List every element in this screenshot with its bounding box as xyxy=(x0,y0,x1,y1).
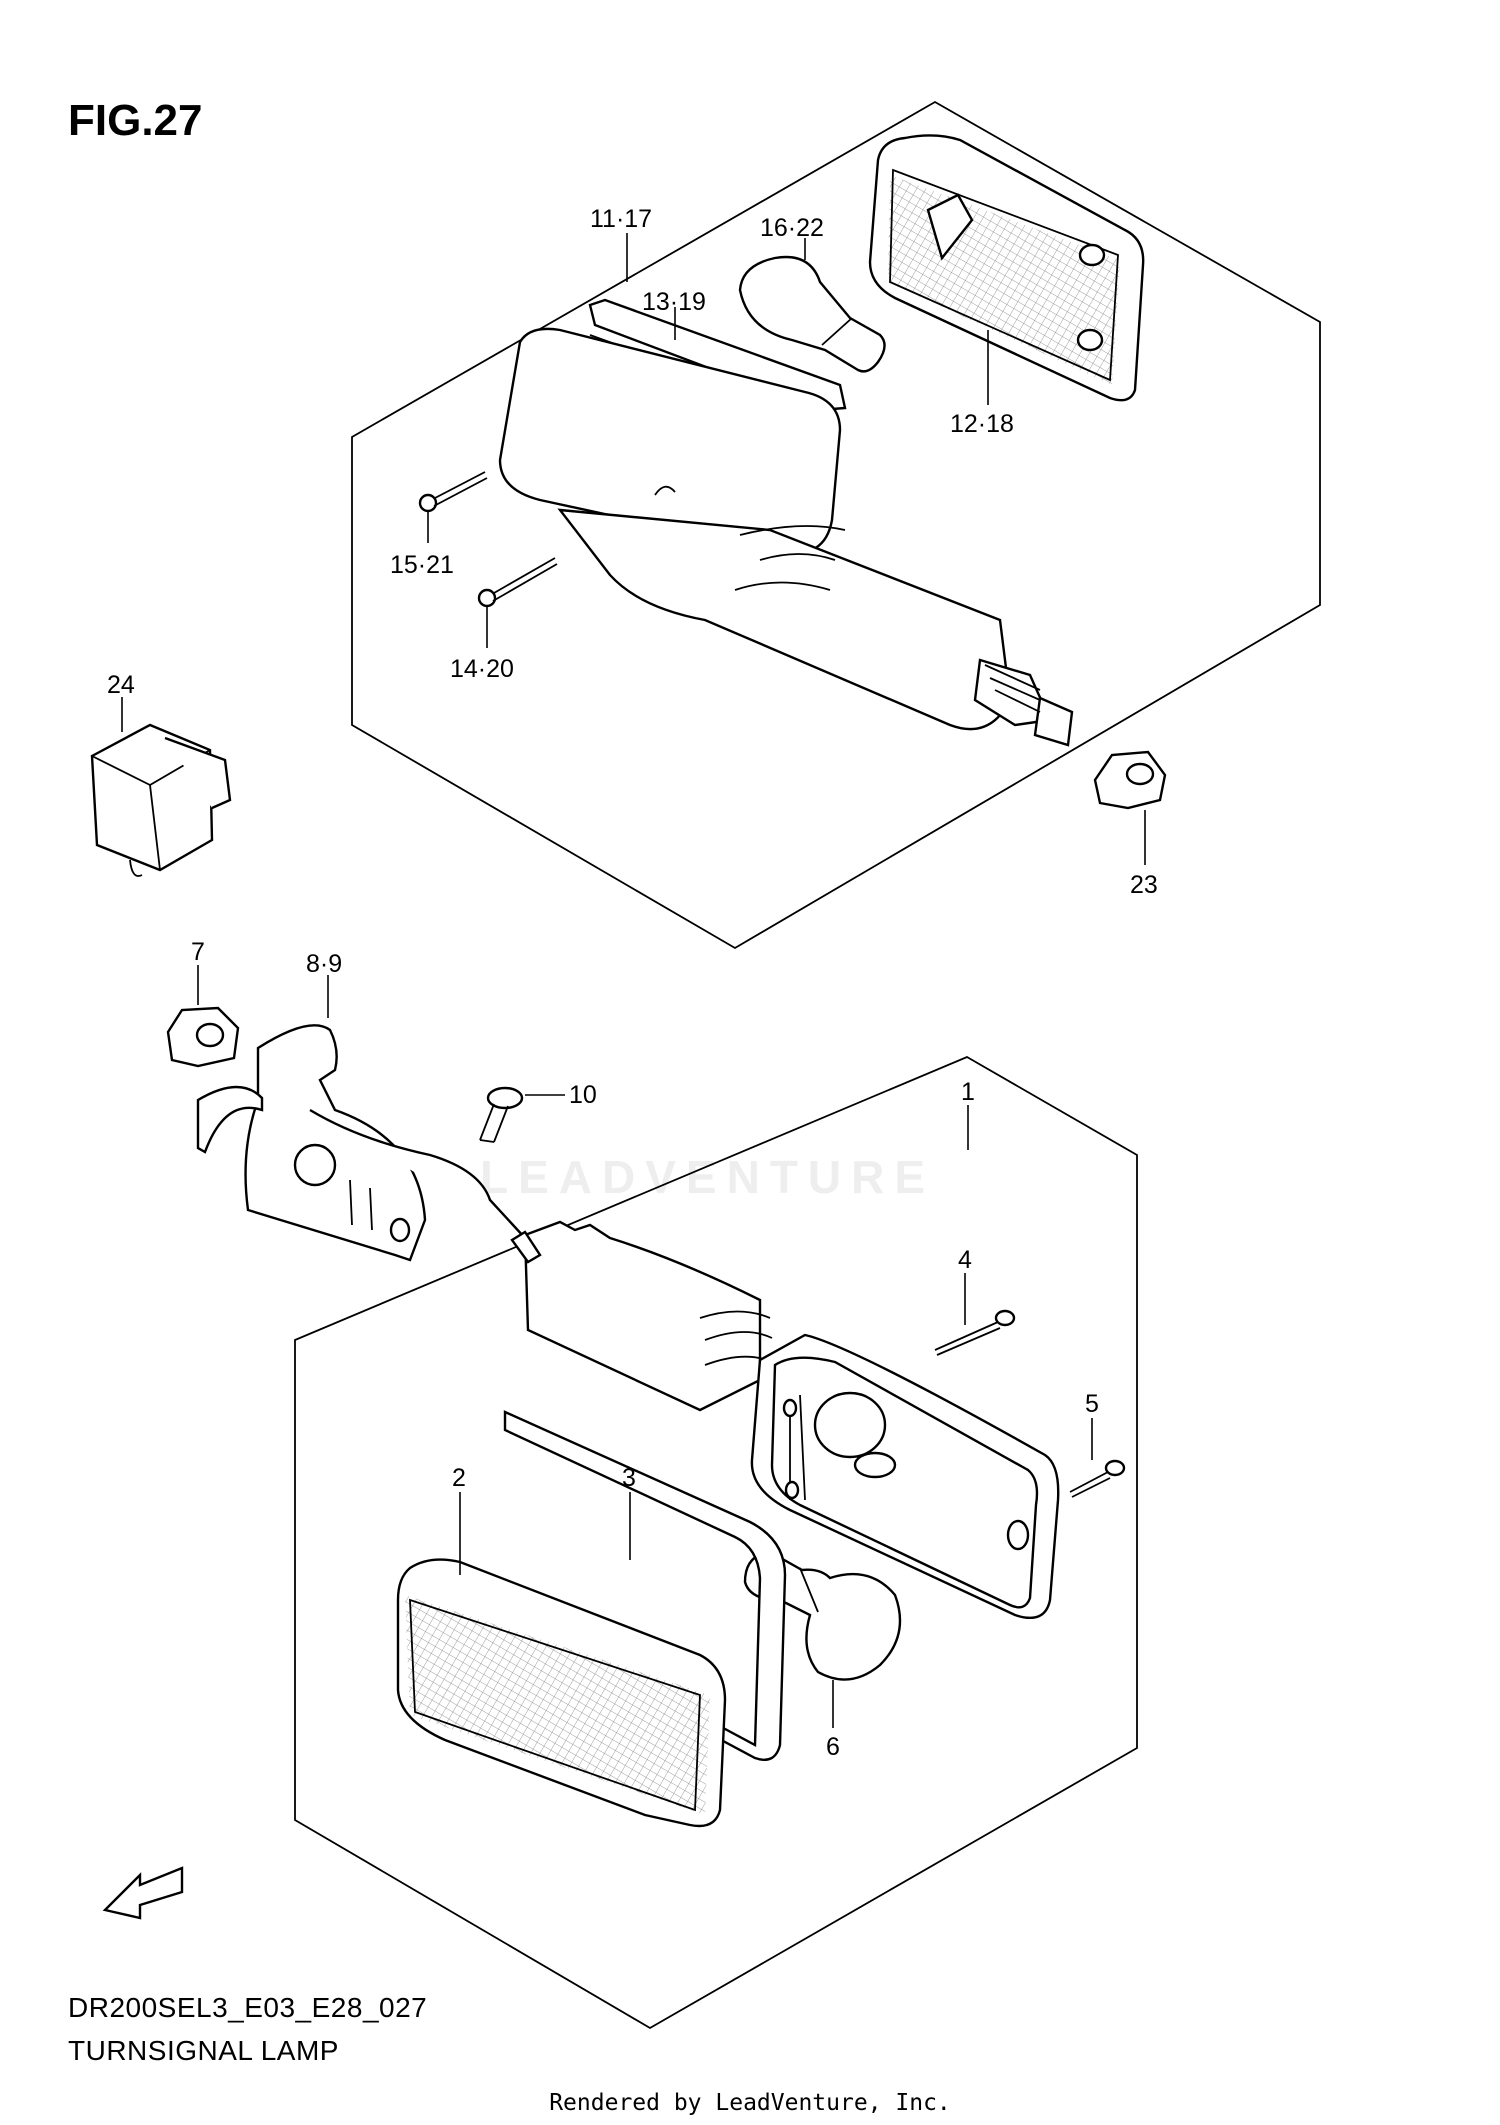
figure-code: DR200SEL3_E03_E28_027 xyxy=(68,1992,428,2023)
callout-7: 7 xyxy=(191,938,205,966)
callout-16-22: 16·22 xyxy=(760,214,824,242)
screw-4 xyxy=(934,1309,1016,1356)
callout-3: 3 xyxy=(622,1464,636,1492)
lower-gasket xyxy=(503,1410,787,1762)
relay-24 xyxy=(90,723,232,877)
lower-housing xyxy=(510,1220,1060,1620)
nut-7 xyxy=(166,1006,240,1068)
figure-name: TURNSIGNAL LAMP xyxy=(68,2035,339,2066)
nut-23 xyxy=(1093,750,1167,810)
signal-wire xyxy=(309,1108,526,1239)
screw-5 xyxy=(1069,1459,1126,1498)
upper-bulb xyxy=(738,255,886,373)
callout-5: 5 xyxy=(1085,1390,1099,1418)
callout-6: 6 xyxy=(826,1733,840,1761)
callout-15-21: 15·21 xyxy=(390,551,454,579)
callout-14-20: 14·20 xyxy=(450,655,514,683)
screw-10 xyxy=(479,1086,524,1143)
bracket-8-9 xyxy=(196,1024,427,1262)
screw-15-21 xyxy=(418,471,488,513)
callout-4: 4 xyxy=(958,1246,972,1274)
callout-11-17: 11·17 xyxy=(590,205,652,233)
callout-12-18: 12·18 xyxy=(950,410,1014,438)
screw-14-20 xyxy=(477,557,558,608)
callout-2: 2 xyxy=(452,1464,466,1492)
callout-1: 1 xyxy=(961,1078,975,1106)
figure-title: FIG.27 xyxy=(68,96,203,145)
rendered-by-credit: Rendered by LeadVenture, Inc. xyxy=(549,2090,951,2116)
callout-10: 10 xyxy=(569,1081,597,1109)
leader-lines xyxy=(121,233,1146,1728)
callout-13-19: 13·19 xyxy=(642,288,706,316)
upper-assembly-frame xyxy=(351,100,1321,950)
lower-assembly-frame xyxy=(294,1055,1138,2030)
upper-housing xyxy=(498,327,1074,747)
lower-lens xyxy=(396,1558,727,1828)
callout-23: 23 xyxy=(1130,871,1158,899)
forward-arrow-icon: FWD xyxy=(102,1866,184,1920)
watermark: LEADVENTURE xyxy=(480,1151,936,1203)
upper-lens xyxy=(868,134,1145,402)
callout-8-9: 8·9 xyxy=(306,950,342,978)
callout-24: 24 xyxy=(107,671,135,699)
